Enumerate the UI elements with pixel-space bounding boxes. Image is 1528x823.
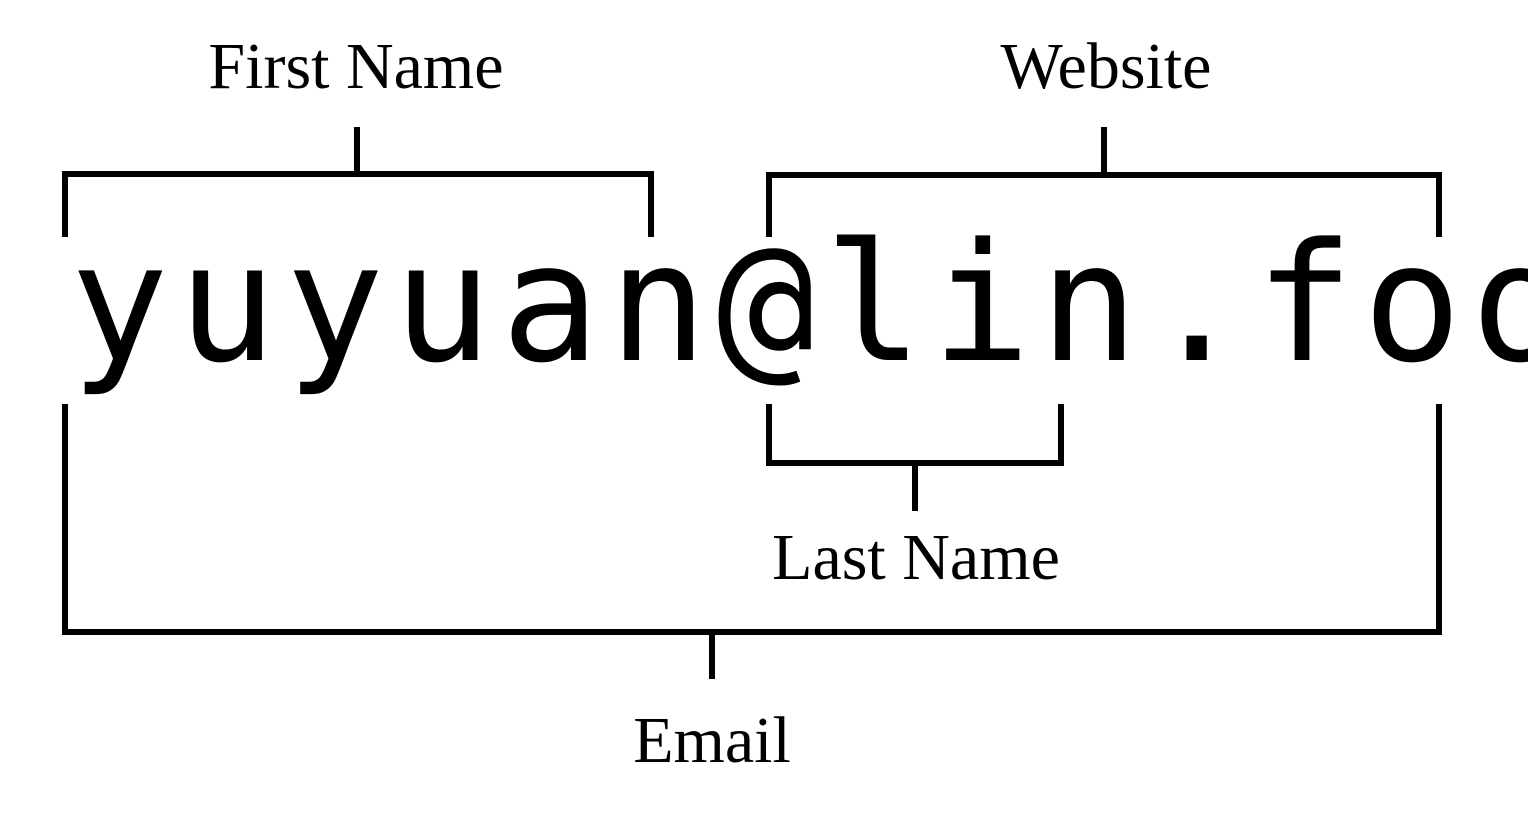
last-name-bracket: [766, 404, 1064, 511]
email-bracket: [62, 404, 1442, 679]
first-name-bracket: [62, 127, 654, 237]
email-label: Email: [633, 704, 791, 777]
website-bracket: [766, 127, 1442, 237]
last-name-label: Last Name: [772, 521, 1060, 594]
website-label: Website: [1000, 30, 1212, 103]
first-name-label: First Name: [208, 30, 504, 103]
email-address-text: yuyuan@lin.foo: [70, 208, 1528, 399]
